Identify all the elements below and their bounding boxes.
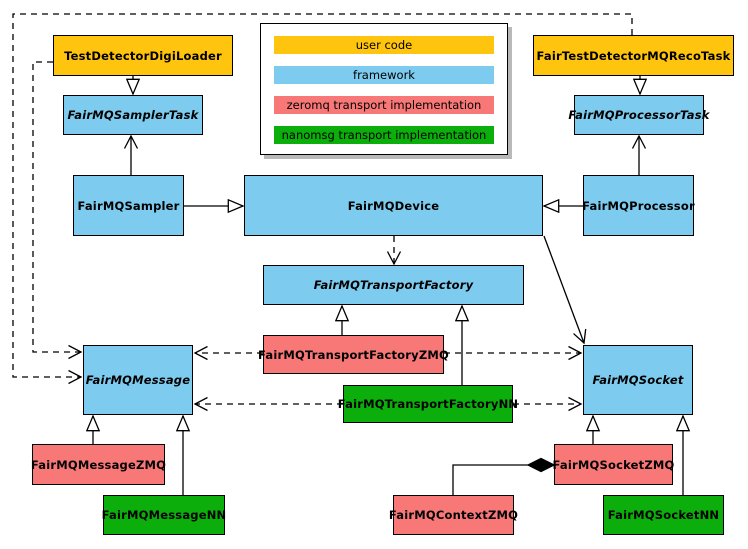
node-label: FairMQMessageZMQ: [30, 457, 167, 472]
node-label: FairMQDevice: [347, 198, 440, 213]
node-label: FairMQSocket: [592, 373, 684, 387]
node-label: FairMQTransportFactoryZMQ: [258, 347, 450, 362]
node-label: FairMQSocketNN: [607, 508, 720, 522]
legend-item-user-code: user code: [274, 36, 494, 54]
node-label: FairMQTransportFactoryNN: [337, 397, 519, 411]
node-label: FairMQTransportFactory: [313, 278, 474, 292]
edge-assoc-device-socket: [543, 235, 587, 345]
legend-label-framework: framework: [353, 68, 415, 82]
node-fairmq-transport-factory: FairMQTransportFactory: [263, 265, 524, 305]
node-fairmq-message-nn: FairMQMessageNN: [101, 495, 227, 535]
node-fairmq-device: FairMQDevice: [244, 175, 543, 236]
node-label: FairMQMessage: [85, 373, 191, 387]
node-fairmq-transport-factory-zmq: FairMQTransportFactoryZMQ: [258, 335, 449, 374]
node-label: FairMQMessageNN: [101, 508, 227, 522]
node-fairmq-context-zmq: FairMQContextZMQ: [389, 495, 518, 535]
node-fairmq-processor: FairMQProcessor: [582, 175, 695, 236]
node-label: FairMQSocketZMQ: [552, 457, 675, 472]
node-label: FairMQContextZMQ: [388, 508, 519, 522]
edge-comp-contextzmq-socketzmq: [452, 464, 528, 495]
node-fairmq-sampler-task: FairMQSamplerTask: [63, 95, 203, 135]
legend-label-zeromq: zeromq transport implementation: [286, 98, 482, 112]
node-fairmq-processor-task: FairMQProcessorTask: [568, 95, 709, 135]
legend-label-user-code: user code: [355, 38, 413, 52]
legend-item-framework: framework: [274, 66, 494, 84]
node-fairmq-socket-zmq: FairMQSocketZMQ: [552, 444, 675, 485]
node-test-detector-digi-loader: TestDetectorDigiLoader: [53, 35, 233, 76]
node-fairmq-message: FairMQMessage: [83, 345, 193, 415]
node-fairmq-message-zmq: FairMQMessageZMQ: [30, 444, 167, 485]
node-fair-test-detector-mq-reco-task: FairTestDetectorMQRecoTask: [533, 35, 734, 76]
node-label: TestDetectorDigiLoader: [64, 48, 222, 63]
legend-item-zeromq: zeromq transport implementation: [274, 96, 494, 114]
legend-label-nanomsg: nanomsg transport implementation: [281, 128, 487, 142]
composition-diamond-icon: [526, 457, 556, 473]
node-label: FairTestDetectorMQRecoTask: [536, 48, 731, 63]
node-label: FairMQSampler: [77, 198, 180, 213]
node-fairmq-sampler: FairMQSampler: [73, 175, 184, 236]
node-fairmq-socket: FairMQSocket: [583, 345, 693, 415]
node-label: FairMQProcessorTask: [568, 108, 710, 122]
legend-item-nanomsg: nanomsg transport implementation: [274, 126, 494, 144]
node-label: FairMQSamplerTask: [67, 108, 199, 122]
node-fairmq-transport-factory-nn: FairMQTransportFactoryNN: [338, 385, 518, 423]
legend: user code framework zeromq transport imp…: [260, 23, 508, 155]
node-label: FairMQProcessor: [582, 198, 695, 213]
node-fairmq-socket-nn: FairMQSocketNN: [603, 495, 724, 535]
